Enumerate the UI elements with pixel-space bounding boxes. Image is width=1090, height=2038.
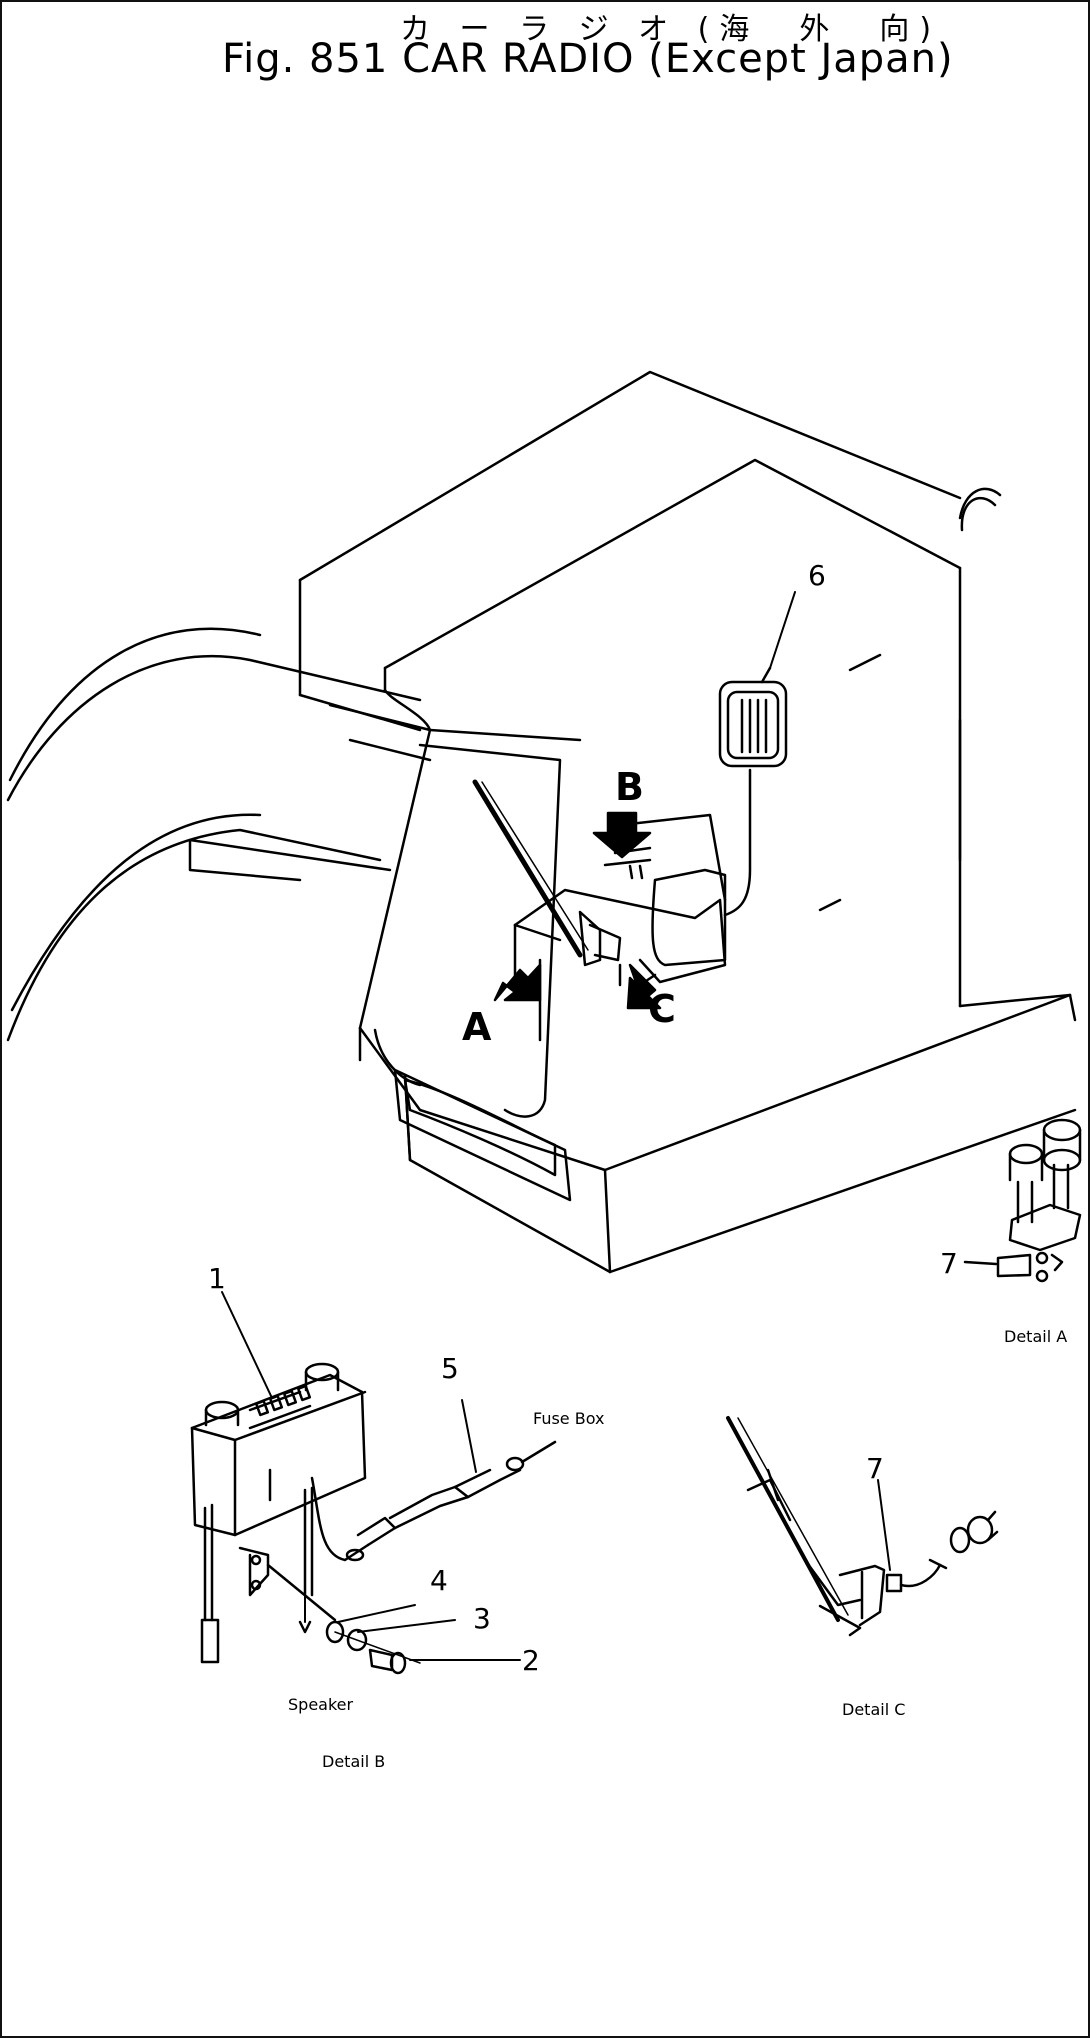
arrow-c [626, 963, 662, 1010]
detail-a-caption: Detail A [1004, 1327, 1067, 1346]
speaker-label: Speaker [288, 1695, 354, 1714]
fuse-box-label: Fuse Box [533, 1409, 604, 1428]
radio-assembly-in-cab [472, 591, 796, 1042]
cab-illustration [6, 370, 1077, 1274]
arrow-b [592, 811, 652, 859]
callout-a: A [462, 1005, 492, 1049]
detail-c-caption: Detail C [842, 1700, 905, 1719]
view-arrows [493, 811, 662, 1010]
callout-2: 2 [522, 1644, 540, 1677]
detail-b-caption: Detail B [322, 1752, 385, 1771]
callout-3: 3 [473, 1602, 491, 1635]
callout-1: 1 [208, 1262, 226, 1295]
detail-c-drawing [726, 1416, 999, 1637]
detail-b-drawing [190, 1291, 557, 1675]
figure-title: Fig. 851 CAR RADIO (Except Japan) [222, 36, 954, 82]
callout-6: 6 [808, 559, 826, 592]
arrow-a [493, 963, 542, 1002]
callout-4: 4 [430, 1564, 448, 1597]
callout-5: 5 [441, 1352, 459, 1385]
detail-a-drawing [963, 1118, 1082, 1283]
callout-b: B [615, 765, 644, 809]
callout-7-detail-a: 7 [940, 1247, 958, 1280]
figure-title-japanese: カ ー ラ ジ オ (海 外 向) [400, 12, 942, 47]
callout-c: C [648, 987, 676, 1031]
callout-7-detail-c: 7 [866, 1452, 884, 1485]
